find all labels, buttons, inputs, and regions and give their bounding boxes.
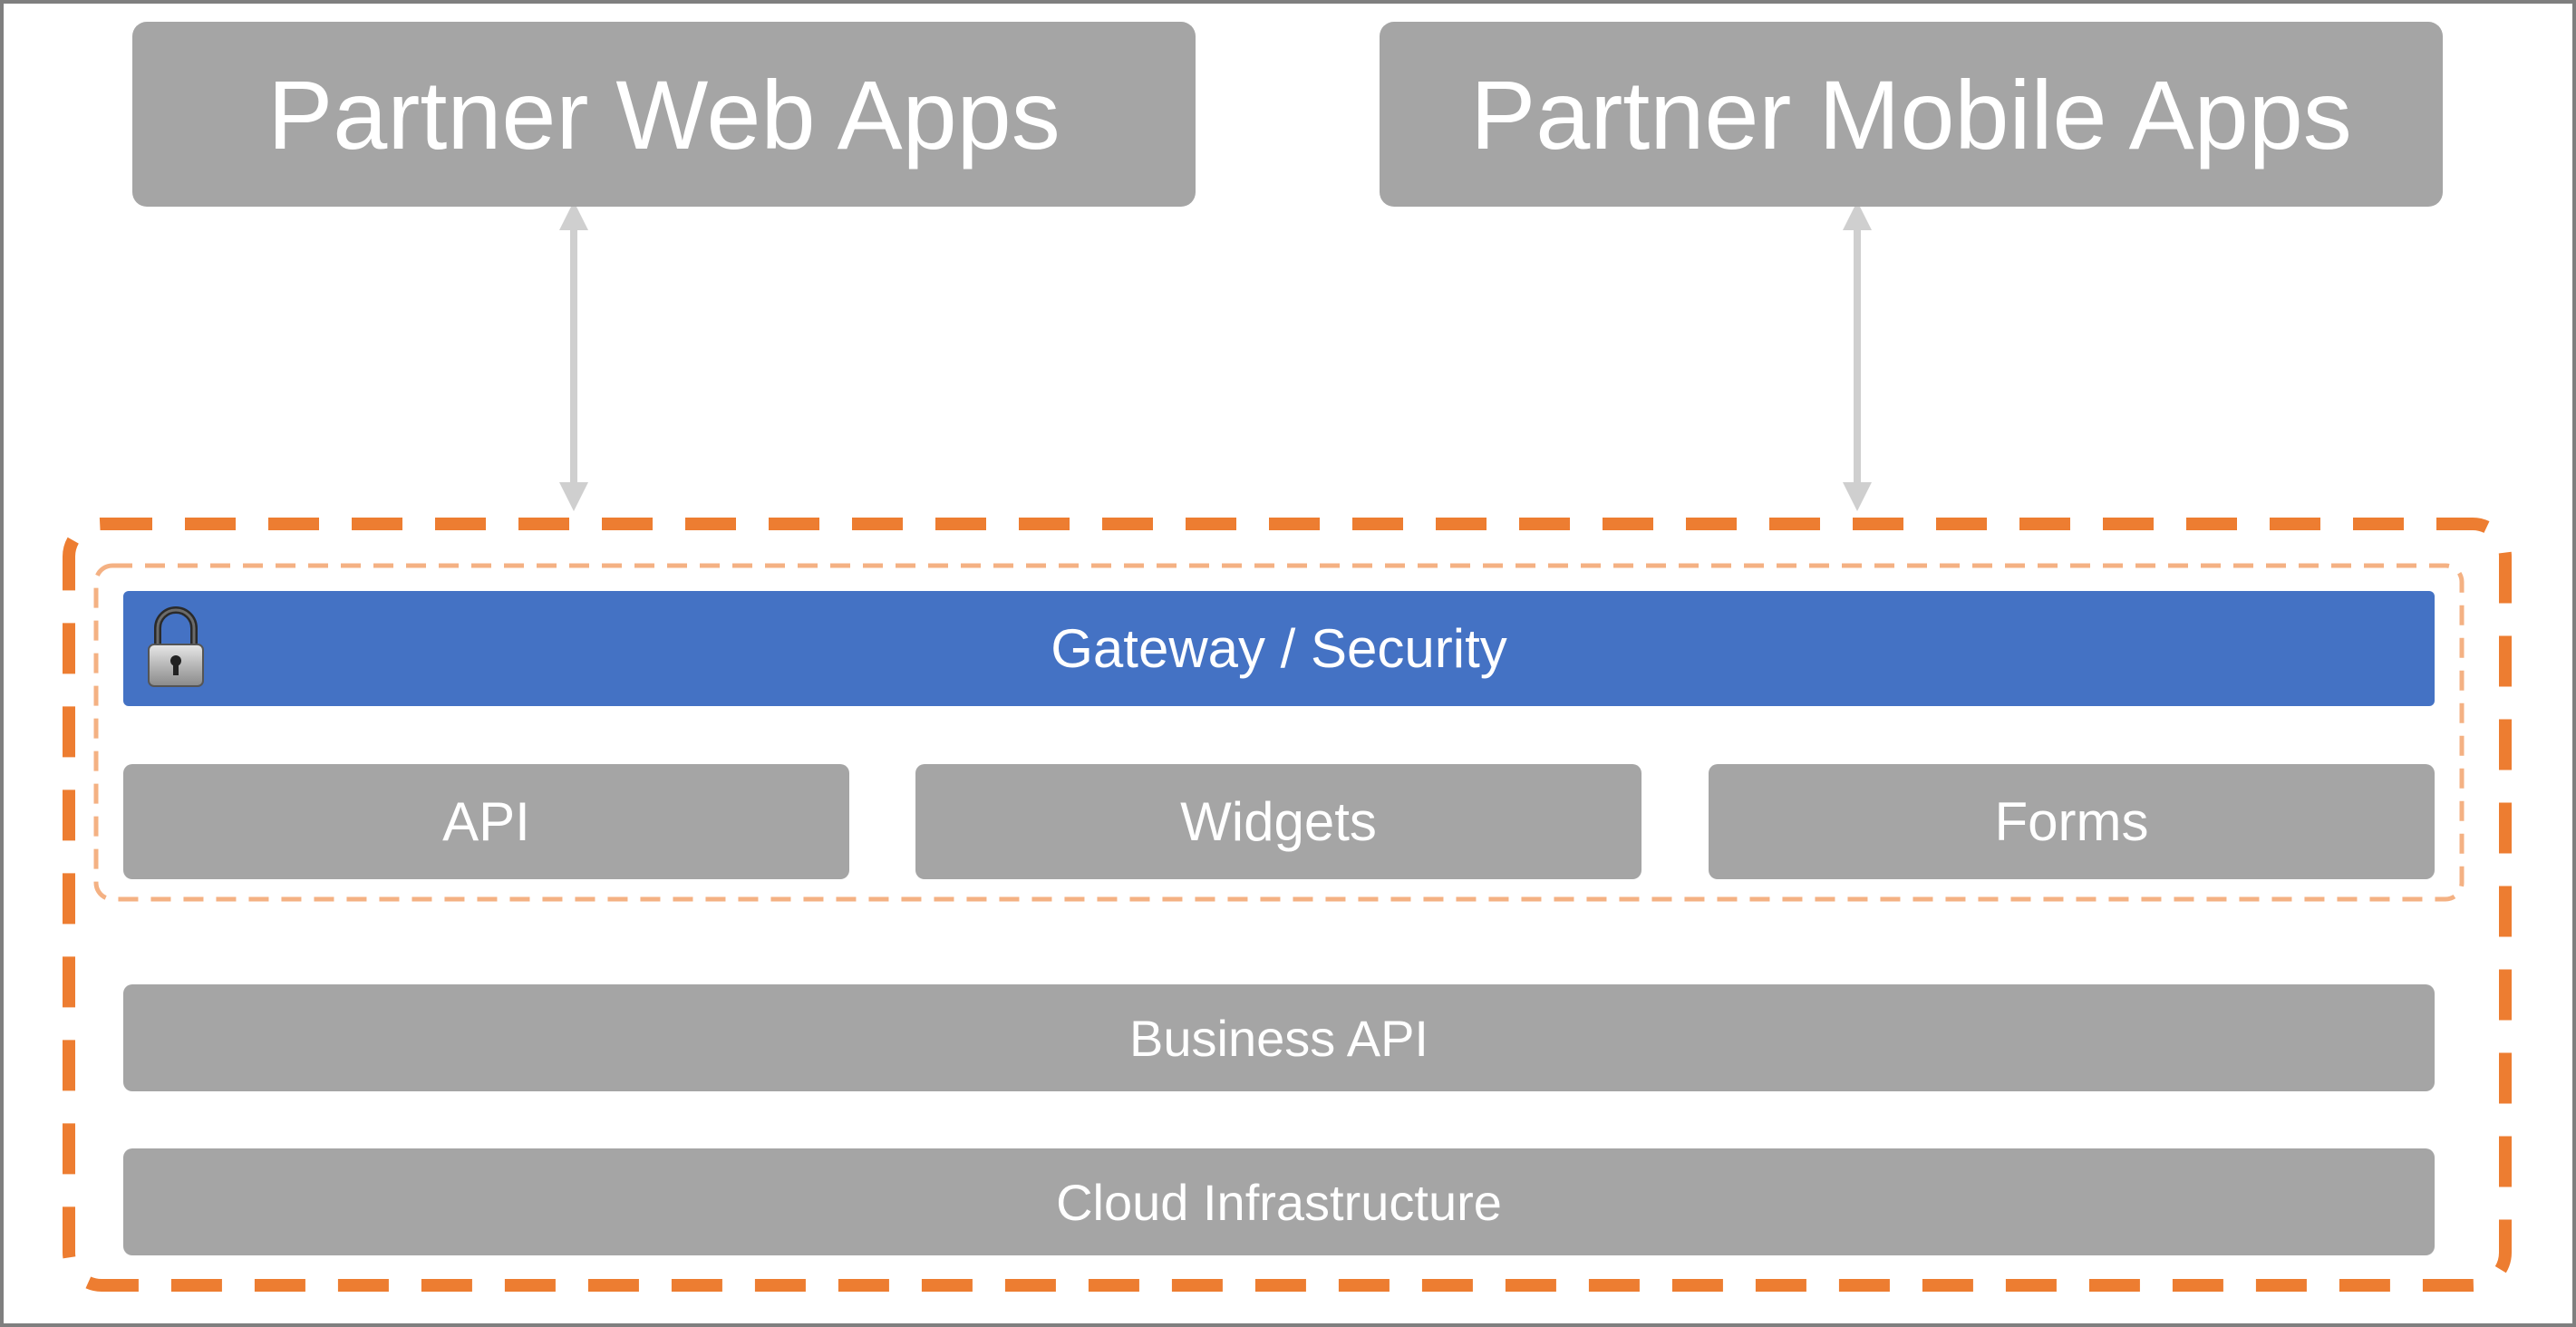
lock-icon [148,606,204,687]
gateway-security-label: Gateway / Security [1051,618,1507,679]
partner-mobile-apps-label: Partner Mobile Apps [1470,59,2352,170]
gateway-security-bar: Gateway / Security [123,591,2435,706]
cloud-infrastructure-label: Cloud Infrastructure [1056,1173,1502,1231]
outer-platform-boundary [63,518,2512,1292]
partner-web-apps-label: Partner Web Apps [267,59,1060,170]
partner-mobile-apps-box: Partner Mobile Apps [1380,22,2443,207]
cloud-infrastructure-layer: Cloud Infrastructure [123,1148,2435,1255]
inner-access-boundary [93,563,2465,902]
service-box-forms: Forms [1709,764,2435,879]
service-label-widgets: Widgets [1180,791,1377,852]
business-api-label: Business API [1129,1009,1428,1067]
service-label-forms: Forms [1994,791,2149,852]
service-box-widgets: Widgets [915,764,1641,879]
service-label-api: API [442,791,530,852]
service-box-api: API [123,764,849,879]
partner-web-apps-box: Partner Web Apps [132,22,1196,207]
business-api-layer: Business API [123,984,2435,1091]
